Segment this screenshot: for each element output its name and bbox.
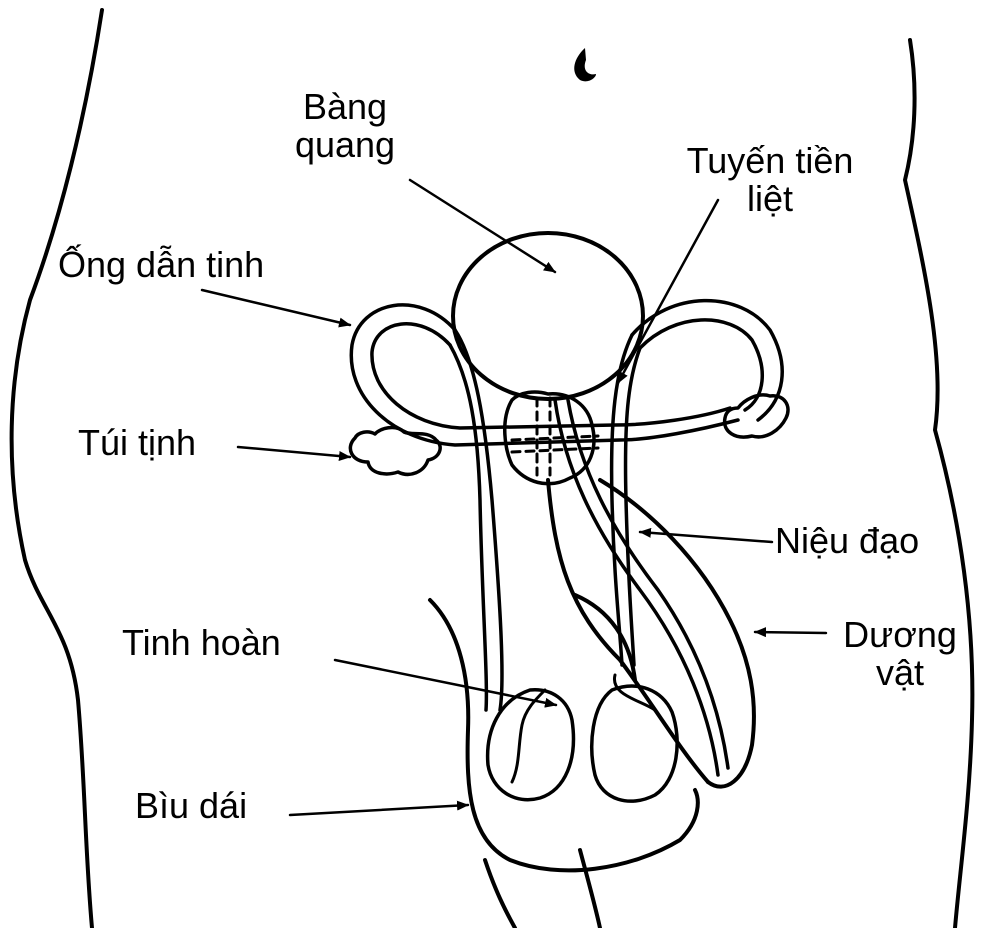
label-vas-deferens: Ống dẫn tinh: [58, 246, 264, 284]
label-urethra: Niệu đạo: [775, 522, 919, 560]
label-pointers: [202, 180, 826, 815]
label-penis: Dương vật: [820, 616, 980, 692]
scrotum-shape: [430, 600, 698, 870]
seminal-vesicle-left: [350, 428, 440, 475]
label-seminal-vesicle: Túi tịnh: [78, 424, 196, 462]
urethra-shape: [555, 400, 728, 775]
testis-left-epididymis: [512, 690, 545, 782]
label-penis-line1: Dương: [820, 616, 980, 654]
label-scrotum: Bìu dái: [135, 787, 247, 825]
label-penis-line2: vật: [820, 654, 980, 692]
vas-deferens-shape: [351, 301, 782, 710]
label-testis: Tinh hoàn: [122, 624, 281, 662]
label-bladder-line2: quang: [270, 126, 420, 164]
label-prostate-line2: liệt: [650, 180, 890, 218]
label-prostate: Tuyến tiền liệt: [650, 142, 890, 218]
navel: [574, 48, 596, 81]
label-bladder-line1: Bàng: [270, 88, 420, 126]
label-prostate-line1: Tuyến tiền: [650, 142, 890, 180]
label-bladder: Bàng quang: [270, 88, 420, 164]
testis-right: [592, 686, 677, 801]
bladder-shape: [453, 233, 643, 399]
